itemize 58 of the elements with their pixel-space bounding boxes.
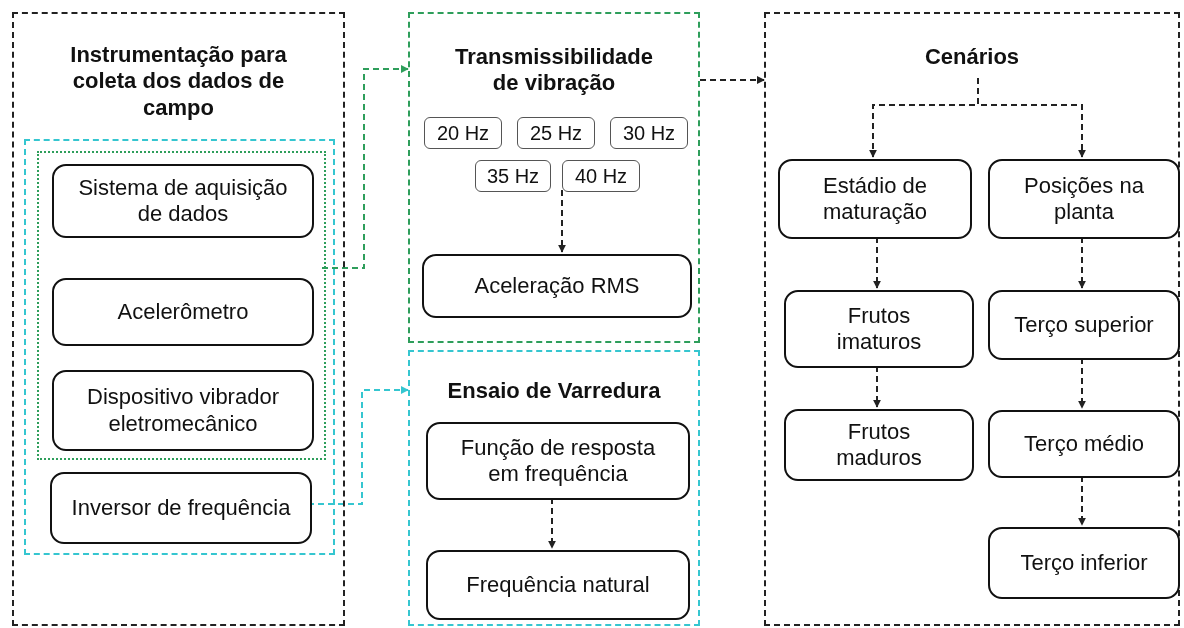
process-box bbox=[426, 550, 690, 620]
process-box bbox=[52, 370, 314, 451]
box-label: Terço inferior bbox=[1020, 549, 1148, 575]
arrow bbox=[1078, 475, 1086, 526]
process-box bbox=[988, 159, 1180, 239]
box-label: Função de resposta em frequência bbox=[460, 434, 656, 486]
dashed-panel bbox=[408, 12, 700, 343]
box-label: Aceleração RMS bbox=[474, 272, 640, 298]
group-frame bbox=[24, 139, 335, 555]
arrow bbox=[977, 77, 1086, 158]
frequency-box bbox=[562, 160, 640, 192]
dashed-panel bbox=[764, 12, 1180, 626]
frequency-box bbox=[610, 117, 688, 149]
box-label: Estádio de maturação bbox=[823, 172, 927, 224]
box-label: Dispositivo vibrador eletromecânico bbox=[87, 384, 279, 436]
box-label: Frutos maduros bbox=[836, 418, 922, 470]
arrow bbox=[548, 497, 556, 549]
dashed-panel bbox=[408, 350, 700, 626]
process-box bbox=[784, 409, 974, 481]
process-box bbox=[50, 472, 312, 544]
box-label: 30 Hz bbox=[622, 122, 676, 144]
arrow bbox=[873, 236, 881, 289]
box-label: Sistema de aquisição de dados bbox=[78, 174, 288, 226]
process-box bbox=[988, 527, 1180, 599]
process-box bbox=[784, 290, 974, 368]
process-box bbox=[52, 164, 314, 238]
box-label: Frequência natural bbox=[466, 571, 650, 597]
process-box bbox=[52, 278, 314, 346]
frequency-box bbox=[517, 117, 595, 149]
box-label: Terço superior bbox=[1014, 311, 1154, 337]
panel-title: Ensaio de Varredura bbox=[446, 378, 662, 405]
process-box bbox=[778, 159, 972, 239]
process-box bbox=[422, 254, 692, 318]
box-label: Posições na planta bbox=[1024, 172, 1144, 224]
dashed-panel bbox=[12, 12, 345, 626]
frequency-box bbox=[475, 160, 551, 192]
process-box bbox=[988, 290, 1180, 360]
box-label: 35 Hz bbox=[486, 165, 540, 187]
frequency-box bbox=[424, 117, 502, 149]
box-label: Terço médio bbox=[1024, 430, 1144, 456]
process-box bbox=[426, 422, 690, 500]
box-label: Frutos imaturos bbox=[836, 302, 922, 354]
arrow bbox=[873, 365, 881, 408]
box-label: Inversor de frequência bbox=[71, 494, 291, 520]
box-label: Acelerômetro bbox=[117, 298, 249, 324]
panel-title: Instrumentação para coleta dos dados de campo bbox=[69, 42, 288, 122]
group-frame bbox=[37, 151, 326, 460]
process-box bbox=[988, 410, 1180, 478]
panel-title: Transmissibilidade de vibração bbox=[453, 44, 655, 97]
arrow bbox=[1078, 236, 1086, 289]
box-label: 25 Hz bbox=[529, 122, 583, 144]
arrow bbox=[1078, 357, 1086, 409]
arrow bbox=[558, 189, 566, 253]
box-label: 40 Hz bbox=[574, 165, 628, 187]
box-label: 20 Hz bbox=[436, 122, 490, 144]
panel-title: Cenários bbox=[923, 44, 1021, 71]
arrow bbox=[321, 65, 409, 269]
arrow bbox=[699, 76, 765, 84]
